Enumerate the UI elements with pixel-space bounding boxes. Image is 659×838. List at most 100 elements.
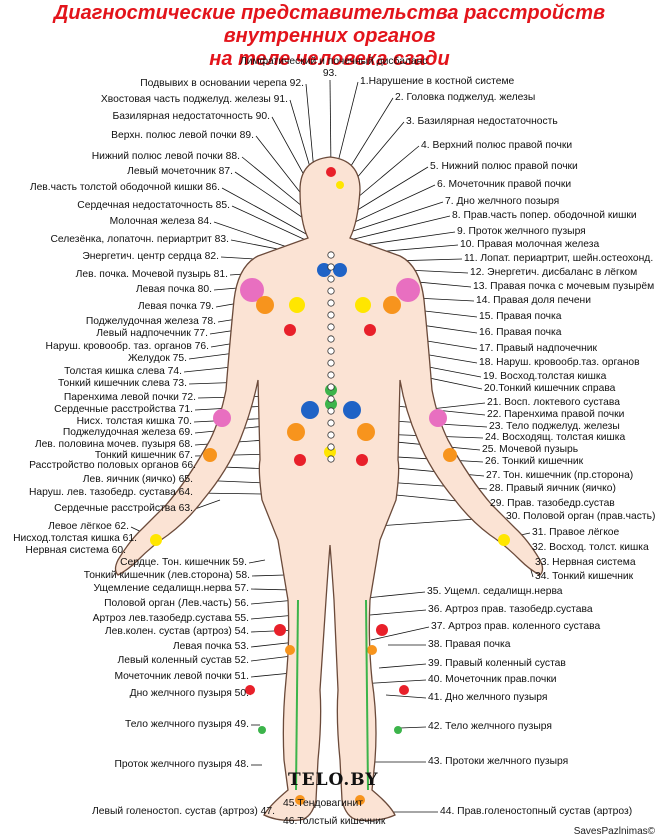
reflex-spot	[294, 454, 306, 466]
reflex-spot	[376, 624, 388, 636]
label-left-79: Левая почка 79.	[137, 301, 214, 312]
spine-vertebra	[327, 251, 335, 259]
reflex-spot	[284, 324, 296, 336]
label-left-48: Проток желчного пузыря 48.	[114, 759, 249, 770]
spine-vertebra	[327, 455, 335, 463]
leader-right-39	[378, 663, 427, 669]
reflex-spot	[258, 726, 266, 734]
label-right-36: 36. Артроз прав. тазобедр.сустава	[428, 604, 593, 615]
watermark: SavesPazlnimas©	[573, 826, 655, 837]
label-right-3: 3. Базилярная недостаточность	[406, 116, 558, 127]
spine-vertebra	[327, 395, 335, 403]
label-left-91: Хвостовая часть поджелуд. железы 91.	[100, 94, 288, 105]
label-left-54: Лев.колен. сустав (артроз) 54.	[104, 626, 249, 637]
label-left-55: Артроз лев.тазобедр.сустава 55.	[92, 613, 249, 624]
label-left-85: Сердечная недостаточность 85.	[77, 200, 230, 211]
label-left-67: Тонкий кишечник 67.	[94, 450, 193, 461]
label-right-1: 1.Нарушение в костной системе	[360, 76, 515, 87]
leader-left-59	[248, 559, 266, 564]
label-left-83: Селезёнка, лопаточн. периартрит 83.	[50, 234, 229, 245]
spine-vertebra	[327, 287, 335, 295]
reflex-spot	[274, 624, 286, 636]
title-line-2: на теле человека сзади	[209, 48, 450, 70]
label-right-44: 44. Прав.голеностопный сустав (артроз)	[440, 806, 633, 817]
label-right-23: 23. Тело поджелуд. железы	[489, 421, 620, 432]
diagram-title: Диагностические представительства расстр…	[0, 2, 659, 71]
reflex-spot	[383, 296, 401, 314]
label-top-93: Лимфатический и почечный дисбаланс	[240, 56, 428, 67]
spine-vertebra	[327, 371, 335, 379]
reflex-spot	[396, 278, 420, 302]
label-right-16: 16. Правая почка	[479, 327, 562, 338]
leg-meridian-line	[365, 599, 369, 791]
label-left-62: Левое лёгкое 62.	[48, 521, 129, 532]
label-left-90: Базилярная недостаточность 90.	[112, 111, 270, 122]
reflex-spot	[295, 795, 305, 805]
label-right-39: 39. Правый коленный сустав	[428, 658, 566, 669]
label-right-42: 42. Тело желчного пузыря	[428, 721, 552, 732]
reflex-spot	[333, 263, 347, 277]
label-right-6: 6. Мочеточник правой почки	[437, 179, 572, 190]
label-left-75: Желудок 75.	[128, 353, 187, 364]
label-right-28: 28. Правый яичник (яичко)	[489, 483, 616, 494]
reflex-spot	[498, 534, 510, 546]
spine-vertebra	[327, 299, 335, 307]
label-left-64: Наруш. лев. тазобедр. сустава 64.	[28, 487, 193, 498]
label-left-81: Лев. почка. Мочевой пузырь 81.	[75, 269, 228, 280]
label-left-65: Лев. яичник (яичко) 65.	[82, 474, 193, 485]
label-right-14: 14. Правая доля печени	[476, 295, 591, 306]
leader-left-63	[194, 499, 221, 510]
leader-left-57	[250, 588, 293, 591]
label-left-66: Расстройство половых органов 66.	[29, 460, 196, 471]
label-right-5: 5. Нижний полюс правой почки	[430, 161, 578, 172]
reflex-spot	[203, 448, 217, 462]
label-right-2: 2. Головка поджелуд. железы	[395, 92, 536, 103]
reflex-spot	[256, 296, 274, 314]
reflex-spot	[325, 398, 337, 410]
spine-vertebra	[327, 275, 335, 283]
label-right-30: 30. Половой орган (прав.часть)	[506, 511, 656, 522]
leader-right-37	[370, 626, 430, 641]
label-left-78: Поджелудочная железа 78.	[85, 316, 216, 327]
label-right-21: 21. Восп. локтевого сустава	[487, 397, 620, 408]
reflex-spot	[301, 401, 319, 419]
label-top-num-93: 93.	[322, 68, 338, 79]
reflex-spot	[367, 645, 377, 655]
label-left-61: Нисход.толстая кишка 61.	[13, 533, 137, 544]
label-left-70: Нисх. толстая кишка 70.	[76, 416, 192, 427]
spine-vertebra	[327, 419, 335, 427]
spine-vertebra	[327, 263, 335, 271]
reflex-spot	[289, 297, 305, 313]
label-left-59: Сердце. Тон. кишечник 59.	[120, 557, 247, 568]
label-right-31: 31. Правое лёгкое	[532, 527, 620, 538]
label-right-9: 9. Проток желчного пузыря	[457, 226, 586, 237]
label-left-72: Паренхима левой почки 72.	[63, 392, 196, 403]
label-left-88: Нижний полюс левой почки 88.	[91, 151, 240, 162]
label-left-60: Нервная система 60.	[25, 545, 126, 556]
label-right-34: 34. Тонкий кишечник	[535, 571, 634, 582]
reflex-spot	[285, 645, 295, 655]
spine-vertebra	[327, 335, 335, 343]
label-right-32: 32. Восход. толст. кишка	[532, 542, 649, 553]
leader-right-8	[349, 215, 451, 241]
label-right-26: 26. Тонкий кишечник	[485, 456, 584, 467]
label-left-76: Наруш. кровообр. таз. органов 76.	[45, 341, 209, 352]
label-right-29: 29. Прав. тазобедр.сустав	[490, 498, 615, 509]
label-left-69: Поджелудочная железа 69.	[62, 427, 193, 438]
label-left-52: Левый коленный сустав 52.	[117, 655, 249, 666]
leader-top-93	[329, 79, 332, 171]
reflex-spot	[357, 423, 375, 441]
leader-right-6	[343, 184, 436, 228]
reflex-spot	[364, 324, 376, 336]
label-right-20: 20.Тонкий кишечник справа	[484, 383, 616, 394]
leader-right-7	[346, 201, 444, 234]
label-bottom-46: 46.Толстый кишечник	[283, 816, 386, 827]
spine-vertebra	[327, 347, 335, 355]
label-right-15: 15. Правая почка	[479, 311, 562, 322]
reflex-spot	[245, 685, 255, 695]
reflex-spot	[394, 726, 402, 734]
label-left-51: Мочеточник левой почки 51.	[114, 671, 249, 682]
label-left-47: Левый голеностоп. сустав (артроз) 47.	[92, 806, 275, 817]
label-right-12: 12. Энергетич. дисбаланс в лёгком	[470, 267, 638, 278]
reflex-spot	[326, 167, 336, 177]
